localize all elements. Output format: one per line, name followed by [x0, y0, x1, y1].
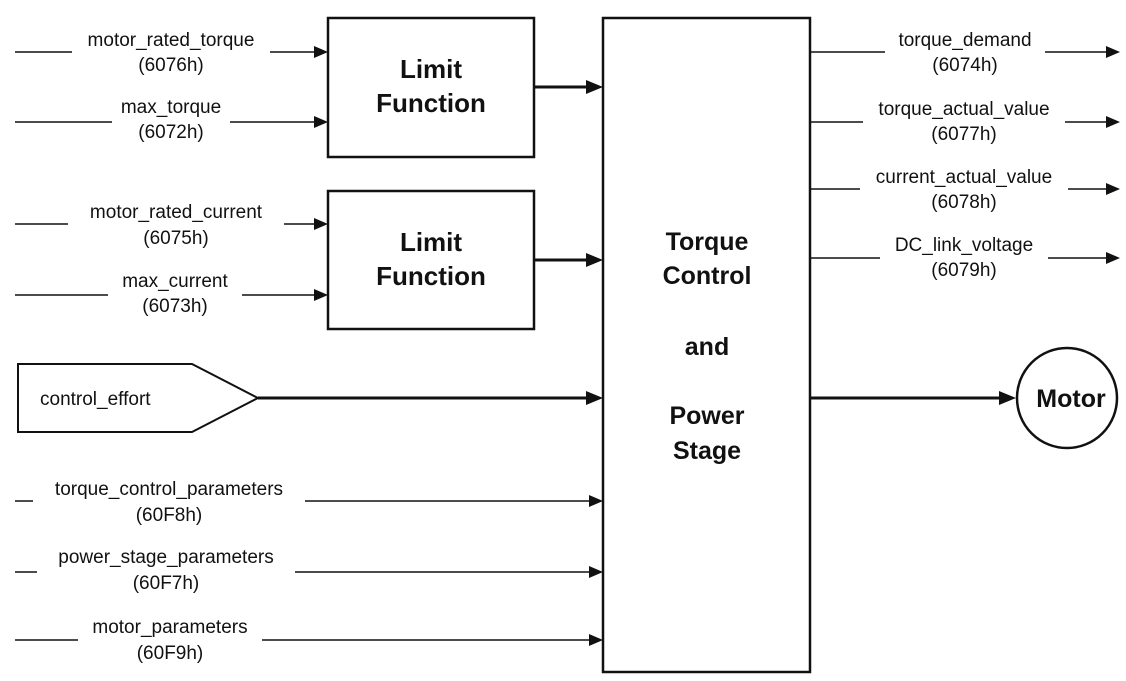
limit-function-torque: Limit Function — [326, 16, 536, 159]
output-torque-actual-value-code: (6077h) — [931, 124, 997, 145]
arrowhead-icon — [314, 218, 328, 230]
input-motor-rated-current: motor_rated_current (6075h) — [15, 202, 328, 249]
main-block-line3: and — [685, 333, 729, 361]
input-max-current-code: (6073h) — [142, 296, 208, 317]
input-max-current: max_current (6073h) — [15, 271, 328, 317]
input-max-current-label: max_current — [122, 271, 228, 292]
main-block-line2: Control — [663, 262, 752, 290]
input-max-torque-label: max_torque — [121, 97, 221, 118]
limit-function-torque-line2: Function — [376, 88, 486, 118]
limit-function-torque-box — [326, 16, 536, 159]
arrowhead-icon — [1106, 252, 1120, 264]
arrowhead-icon — [589, 634, 603, 646]
input-motor-rated-torque-label: motor_rated_torque — [88, 30, 255, 51]
input-power-stage-parameters: power_stage_parameters (60F7h) — [15, 547, 603, 594]
torque-control-power-stage-box — [601, 16, 812, 674]
main-block-line5: Stage — [673, 437, 741, 465]
motor-circle — [1015, 346, 1119, 450]
input-motor-parameters-code: (60F9h) — [137, 643, 204, 664]
arrowhead-icon — [1106, 116, 1120, 128]
output-current-actual-value-code: (6078h) — [931, 192, 997, 213]
input-power-stage-parameters-label: power_stage_parameters — [58, 547, 273, 568]
limit-function-current-line1: Limit — [400, 227, 462, 257]
control-effort-shape — [17, 363, 261, 433]
arrowhead-icon — [314, 46, 328, 58]
input-torque-control-parameters-code: (60F8h) — [136, 505, 203, 526]
output-dc-link-voltage: DC_link_voltage (6079h) — [810, 235, 1120, 281]
limit-current-to-main — [534, 253, 603, 267]
input-motor-rated-torque-code: (6076h) — [138, 55, 204, 76]
input-torque-control-parameters-label: torque_control_parameters — [55, 479, 283, 500]
arrowhead-icon — [999, 391, 1016, 405]
arrowhead-icon — [314, 289, 328, 301]
input-motor-rated-torque: motor_rated_torque (6076h) — [15, 30, 328, 76]
limit-function-current: Limit Function — [326, 189, 536, 331]
output-dc-link-voltage-code: (6079h) — [931, 260, 997, 281]
input-control-effort-label: control_effort — [40, 389, 151, 410]
main-block-line4: Power — [669, 402, 744, 430]
motor: Motor — [810, 346, 1119, 450]
input-motor-rated-current-label: motor_rated_current — [90, 202, 263, 223]
arrowhead-icon — [586, 391, 603, 405]
output-torque-demand: torque_demand (6074h) — [810, 30, 1120, 76]
input-torque-control-parameters: torque_control_parameters (60F8h) — [15, 479, 603, 526]
main-block-line1: Torque — [666, 228, 749, 256]
input-motor-rated-current-code: (6075h) — [143, 228, 209, 249]
output-torque-demand-code: (6074h) — [932, 55, 998, 76]
output-current-actual-value: current_actual_value (6078h) — [810, 167, 1120, 213]
input-max-torque: max_torque (6072h) — [15, 97, 328, 143]
arrowhead-icon — [1106, 183, 1120, 195]
input-max-torque-code: (6072h) — [138, 122, 204, 143]
arrowhead-icon — [1106, 46, 1120, 58]
arrowhead-icon — [586, 253, 603, 267]
motor-label: Motor — [1036, 385, 1106, 413]
output-torque-actual-value-label: torque_actual_value — [878, 99, 1049, 120]
limit-torque-to-main — [534, 80, 603, 94]
limit-function-current-box — [326, 189, 536, 331]
torque-control-power-stage: Torque Control and Power Stage — [601, 16, 812, 674]
input-motor-parameters-label: motor_parameters — [92, 617, 247, 638]
arrowhead-icon — [586, 80, 603, 94]
output-torque-actual-value: torque_actual_value (6077h) — [810, 99, 1120, 145]
output-dc-link-voltage-label: DC_link_voltage — [895, 235, 1033, 256]
limit-function-torque-line1: Limit — [400, 54, 462, 84]
output-current-actual-value-label: current_actual_value — [876, 167, 1052, 188]
arrowhead-icon — [589, 495, 603, 507]
input-control-effort: control_effort — [17, 363, 603, 433]
arrowhead-icon — [314, 116, 328, 128]
input-power-stage-parameters-code: (60F7h) — [133, 573, 200, 594]
output-torque-demand-label: torque_demand — [898, 30, 1031, 51]
input-motor-parameters: motor_parameters (60F9h) — [15, 617, 603, 664]
limit-function-current-line2: Function — [376, 261, 486, 291]
arrowhead-icon — [589, 566, 603, 578]
